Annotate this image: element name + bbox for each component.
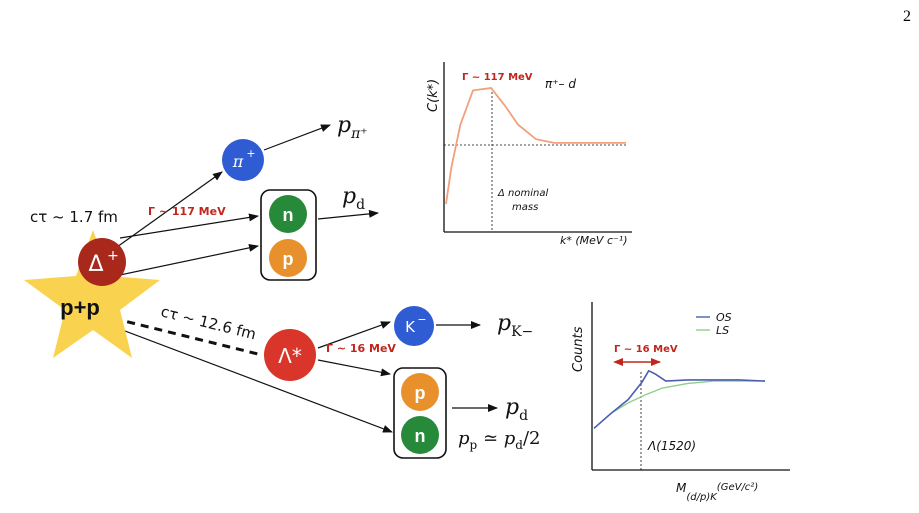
delta-to-proton-line <box>119 243 259 276</box>
proton-top-icon <box>269 239 307 277</box>
neutron-top-label: n <box>283 205 294 225</box>
mass-ls-series <box>593 380 765 429</box>
corr-pair-label: π⁺– d <box>545 77 576 91</box>
legend-ls-label: LS <box>716 324 729 337</box>
collision-label: p+p <box>60 295 100 320</box>
lambda-to-proton-line <box>317 359 391 377</box>
deuteron-bottom-box <box>393 367 447 459</box>
page-number: 2 <box>903 8 911 25</box>
proton-bottom-icon <box>401 373 439 411</box>
mass-annotation: Λ(1520) <box>647 439 696 453</box>
lambda-ctau-label: cτ ~ 12.6 fm <box>159 302 258 343</box>
delta-particle-icon <box>78 238 126 286</box>
neutron-bottom-icon <box>401 416 439 454</box>
kaon-particle-icon <box>394 306 434 346</box>
corr-curve-series <box>445 87 626 205</box>
proton-top-label: p <box>283 249 294 269</box>
deuteron-bottom-momentum-label: pd <box>505 395 528 424</box>
pion-momentum-label: pπ⁺ <box>337 113 368 142</box>
corr-annotation-line1: Δ nominal <box>497 188 548 199</box>
delta-symbol: Δ <box>88 252 103 277</box>
corr-width-label: Γ ~ 117 MeV <box>462 72 533 83</box>
delta-charge: + <box>107 248 119 264</box>
correlation-plot: C(k*) k* (MeV c⁻¹) Γ ~ 117 MeV π⁺– d Δ n… <box>426 62 632 247</box>
kaon-symbol: K <box>405 318 416 336</box>
pion-momentum-arrow <box>263 124 331 151</box>
kaon-momentum-label: pK− <box>497 311 533 340</box>
delta-to-pion-line <box>109 171 223 253</box>
pp-to-neutron-line <box>95 319 393 433</box>
mass-os-series <box>593 369 766 429</box>
mass-width-label: Γ ~ 16 MeV <box>614 344 678 355</box>
delta-to-neutron-line <box>119 213 259 239</box>
decay-lines <box>95 124 498 433</box>
legend-os-label: OS <box>716 311 732 324</box>
deuteron-top-momentum-arrow <box>317 209 379 220</box>
corr-ylabel: C(k*) <box>426 79 441 112</box>
pion-particle-icon <box>222 139 264 181</box>
lambda-to-kaon-line <box>317 321 391 349</box>
pion-charge: + <box>246 147 255 160</box>
deuteron-top-box <box>260 189 317 281</box>
lambda-width-label: Γ ~ 16 MeV <box>326 342 396 355</box>
lambda-star-symbol: Λ* <box>278 344 302 368</box>
corr-xlabel: k* (MeV c⁻¹) <box>560 234 628 247</box>
collision-star-icon <box>24 230 160 358</box>
delta-ctau-label: cτ ~ 1.7 fm <box>30 208 118 226</box>
lambda-star-particle-icon <box>264 329 316 381</box>
corr-annotation-line2: mass <box>512 202 538 213</box>
mass-xlabel: M(d/p)K(GeV/c²) <box>676 481 758 503</box>
deuteron-top-momentum-label: pd <box>342 184 365 213</box>
pion-symbol: π <box>232 152 244 171</box>
momentum-relation: pp ≃ pd/2 <box>458 428 541 452</box>
proton-bottom-label: p <box>415 383 426 403</box>
delta-width-label: Γ ~ 117 MeV <box>148 205 226 218</box>
neutron-top-icon <box>269 195 307 233</box>
mass-ylabel: Counts <box>571 326 586 372</box>
mass-plot: OS LS Counts Γ ~ 16 MeV Λ(1520) M(d/p)K(… <box>571 302 790 503</box>
neutron-bottom-label: n <box>415 426 426 446</box>
kaon-charge: − <box>417 313 426 326</box>
